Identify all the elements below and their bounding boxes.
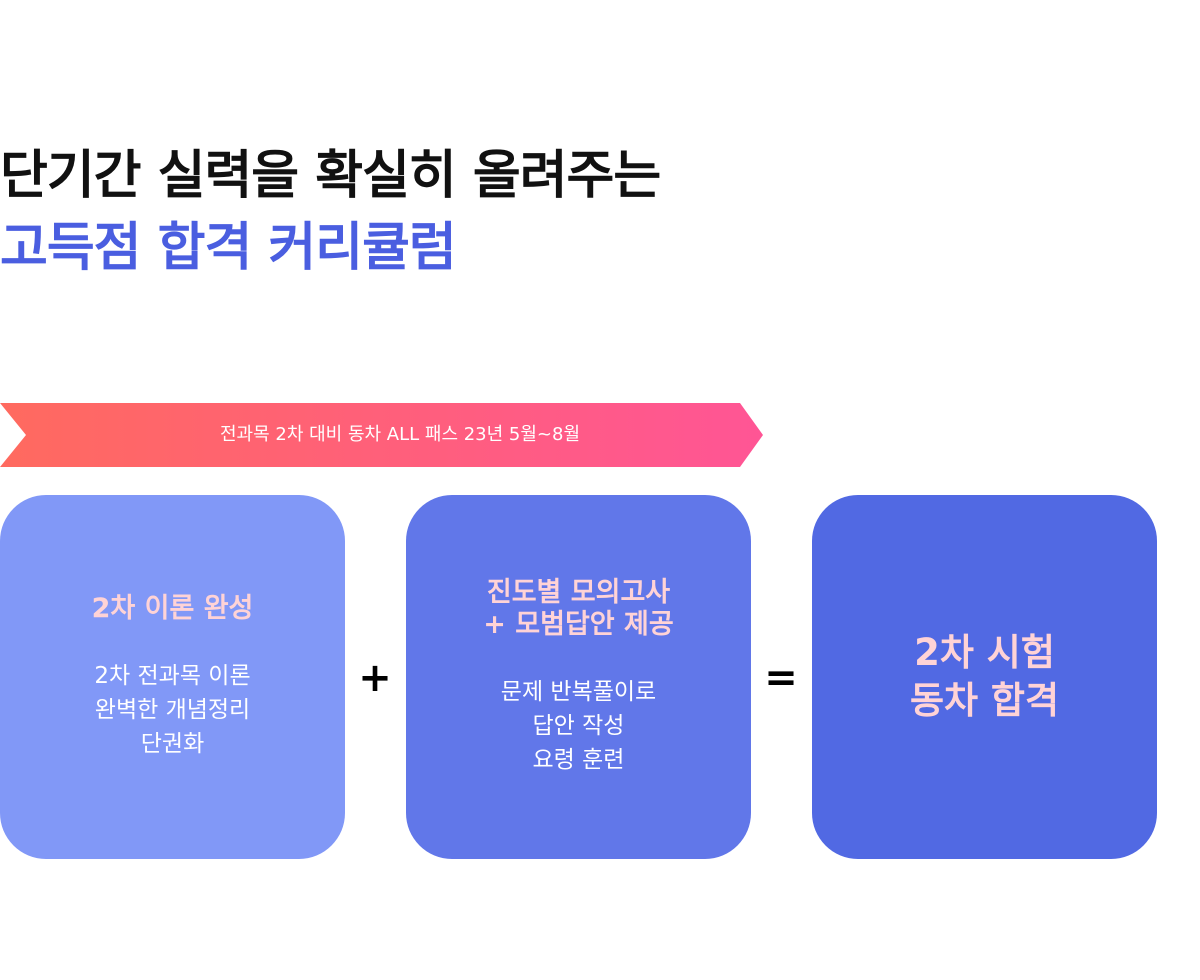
card-result: 2차 시험 동차 합격 (812, 495, 1157, 859)
headline: 단기간 실력을 확실히 올려주는 고득점 합격 커리큘럼 (0, 140, 661, 284)
equals-operator: = (764, 655, 798, 701)
card-result-text: 2차 시험 동차 합격 (909, 631, 1060, 722)
card-theory-title: 2차 이론 완성 (91, 593, 254, 624)
card-theory: 2차 이론 완성 2차 전과목 이론 완벽한 개념정리 단권화 (0, 495, 345, 859)
ribbon-arrow-shape (0, 403, 763, 467)
card-theory-description: 2차 전과목 이론 완벽한 개념정리 단권화 (94, 663, 251, 757)
plus-operator: + (358, 655, 392, 701)
card-mock-exam-title: 진도별 모의고사 + 모범답안 제공 (483, 577, 674, 640)
headline-line-2-highlight: 고득점 합격 커리큘럼 (0, 218, 457, 278)
card-mock-exam: 진도별 모의고사 + 모범답안 제공 문제 반복풀이로 답안 작성 요령 훈련 (406, 495, 751, 859)
ribbon-label: 전과목 2차 대비 동차 ALL 패스 23년 5월~8월 (219, 424, 581, 445)
headline-line-1: 단기간 실력을 확실히 올려주는 (0, 146, 661, 206)
period-ribbon: 전과목 2차 대비 동차 ALL 패스 23년 5월~8월 (0, 403, 763, 467)
card-mock-exam-description: 문제 반복풀이로 답안 작성 요령 훈련 (500, 679, 657, 773)
